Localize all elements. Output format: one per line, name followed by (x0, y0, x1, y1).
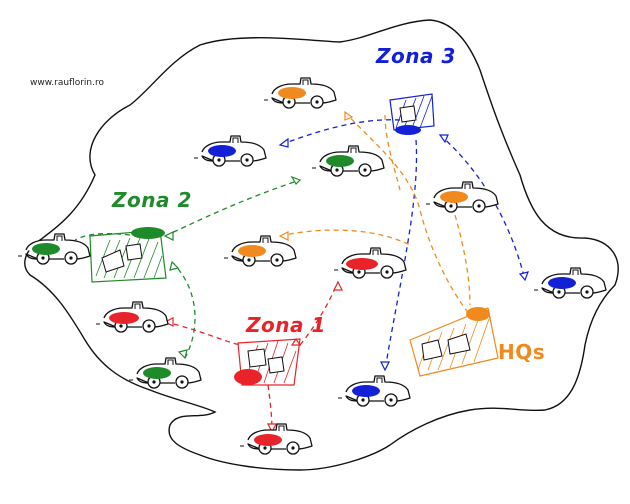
car-blue-south (337, 375, 411, 407)
base-zona3 (389, 93, 435, 131)
car-red-south (239, 423, 313, 455)
country-outline (24, 19, 619, 471)
connector-lines (74, 111, 526, 433)
car-orange-top (263, 77, 337, 109)
watermark-text: www.rauflorin.ro (30, 78, 104, 88)
zona2-label: Zona 2 (112, 188, 192, 212)
car-orange-right (425, 181, 499, 213)
zona1-label: Zona 1 (246, 313, 326, 337)
car-blue-left (193, 135, 267, 167)
arrow-heads (163, 110, 529, 434)
car-green-west (17, 233, 91, 265)
car-red-west (95, 301, 169, 333)
flag-hqs (466, 307, 490, 321)
car-green-south (128, 357, 202, 389)
flag-zona3 (395, 125, 421, 135)
car-red-middle (333, 247, 407, 279)
base-hqs (409, 307, 499, 377)
car-green-center (311, 145, 385, 177)
car-blue-east (533, 267, 607, 299)
hqs-label: HQs (498, 340, 546, 364)
zona3-label: Zona 3 (376, 44, 456, 68)
flag-zona2 (131, 227, 165, 239)
car-orange-middle (223, 235, 297, 267)
flag-zona1 (234, 369, 262, 385)
